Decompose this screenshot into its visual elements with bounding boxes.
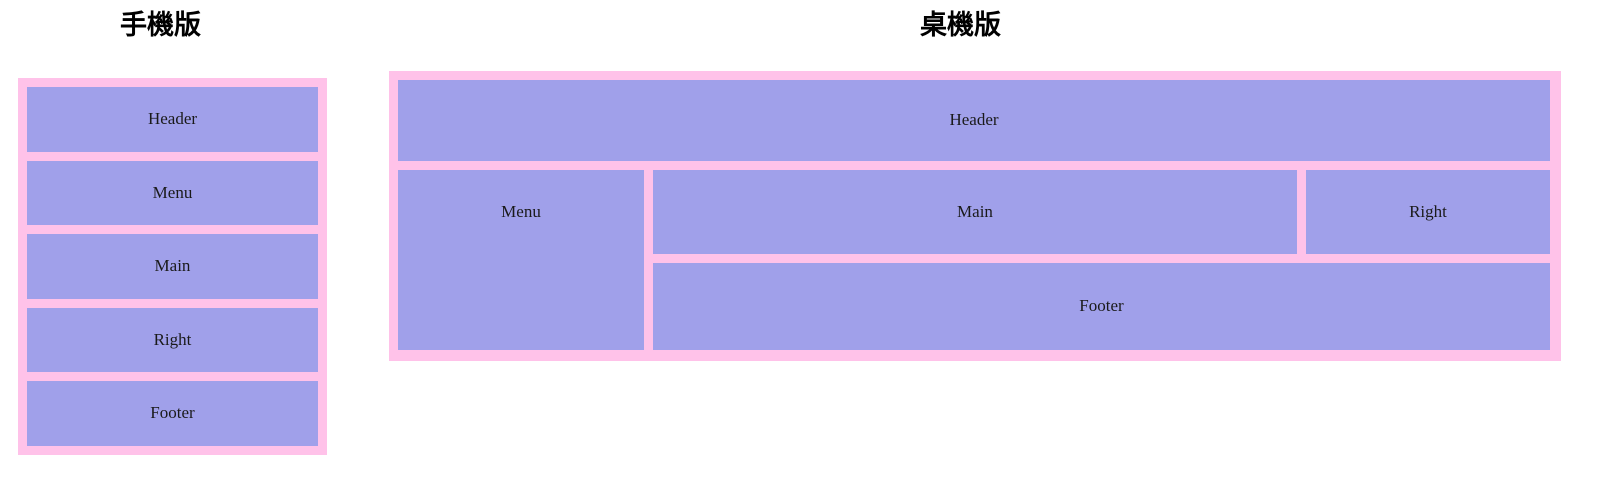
desktop-region-header: Header (398, 80, 1550, 161)
mobile-region-header: Header (27, 87, 318, 152)
mobile-region-footer: Footer (27, 381, 318, 446)
mobile-layout-wireframe: Header Menu Main Right Footer (18, 78, 327, 455)
mobile-region-right: Right (27, 307, 318, 373)
desktop-layout-title: 桌機版 (920, 10, 1001, 40)
desktop-layout-wireframe: Header Menu Main Right Footer (389, 71, 1561, 361)
desktop-region-right: Right (1306, 170, 1550, 254)
desktop-region-main: Main (653, 170, 1297, 254)
desktop-region-menu: Menu (398, 170, 644, 350)
mobile-layout-title: 手機版 (120, 10, 201, 40)
mobile-region-menu: Menu (27, 160, 318, 226)
mobile-region-main: Main (27, 234, 318, 299)
desktop-region-footer: Footer (653, 263, 1550, 350)
